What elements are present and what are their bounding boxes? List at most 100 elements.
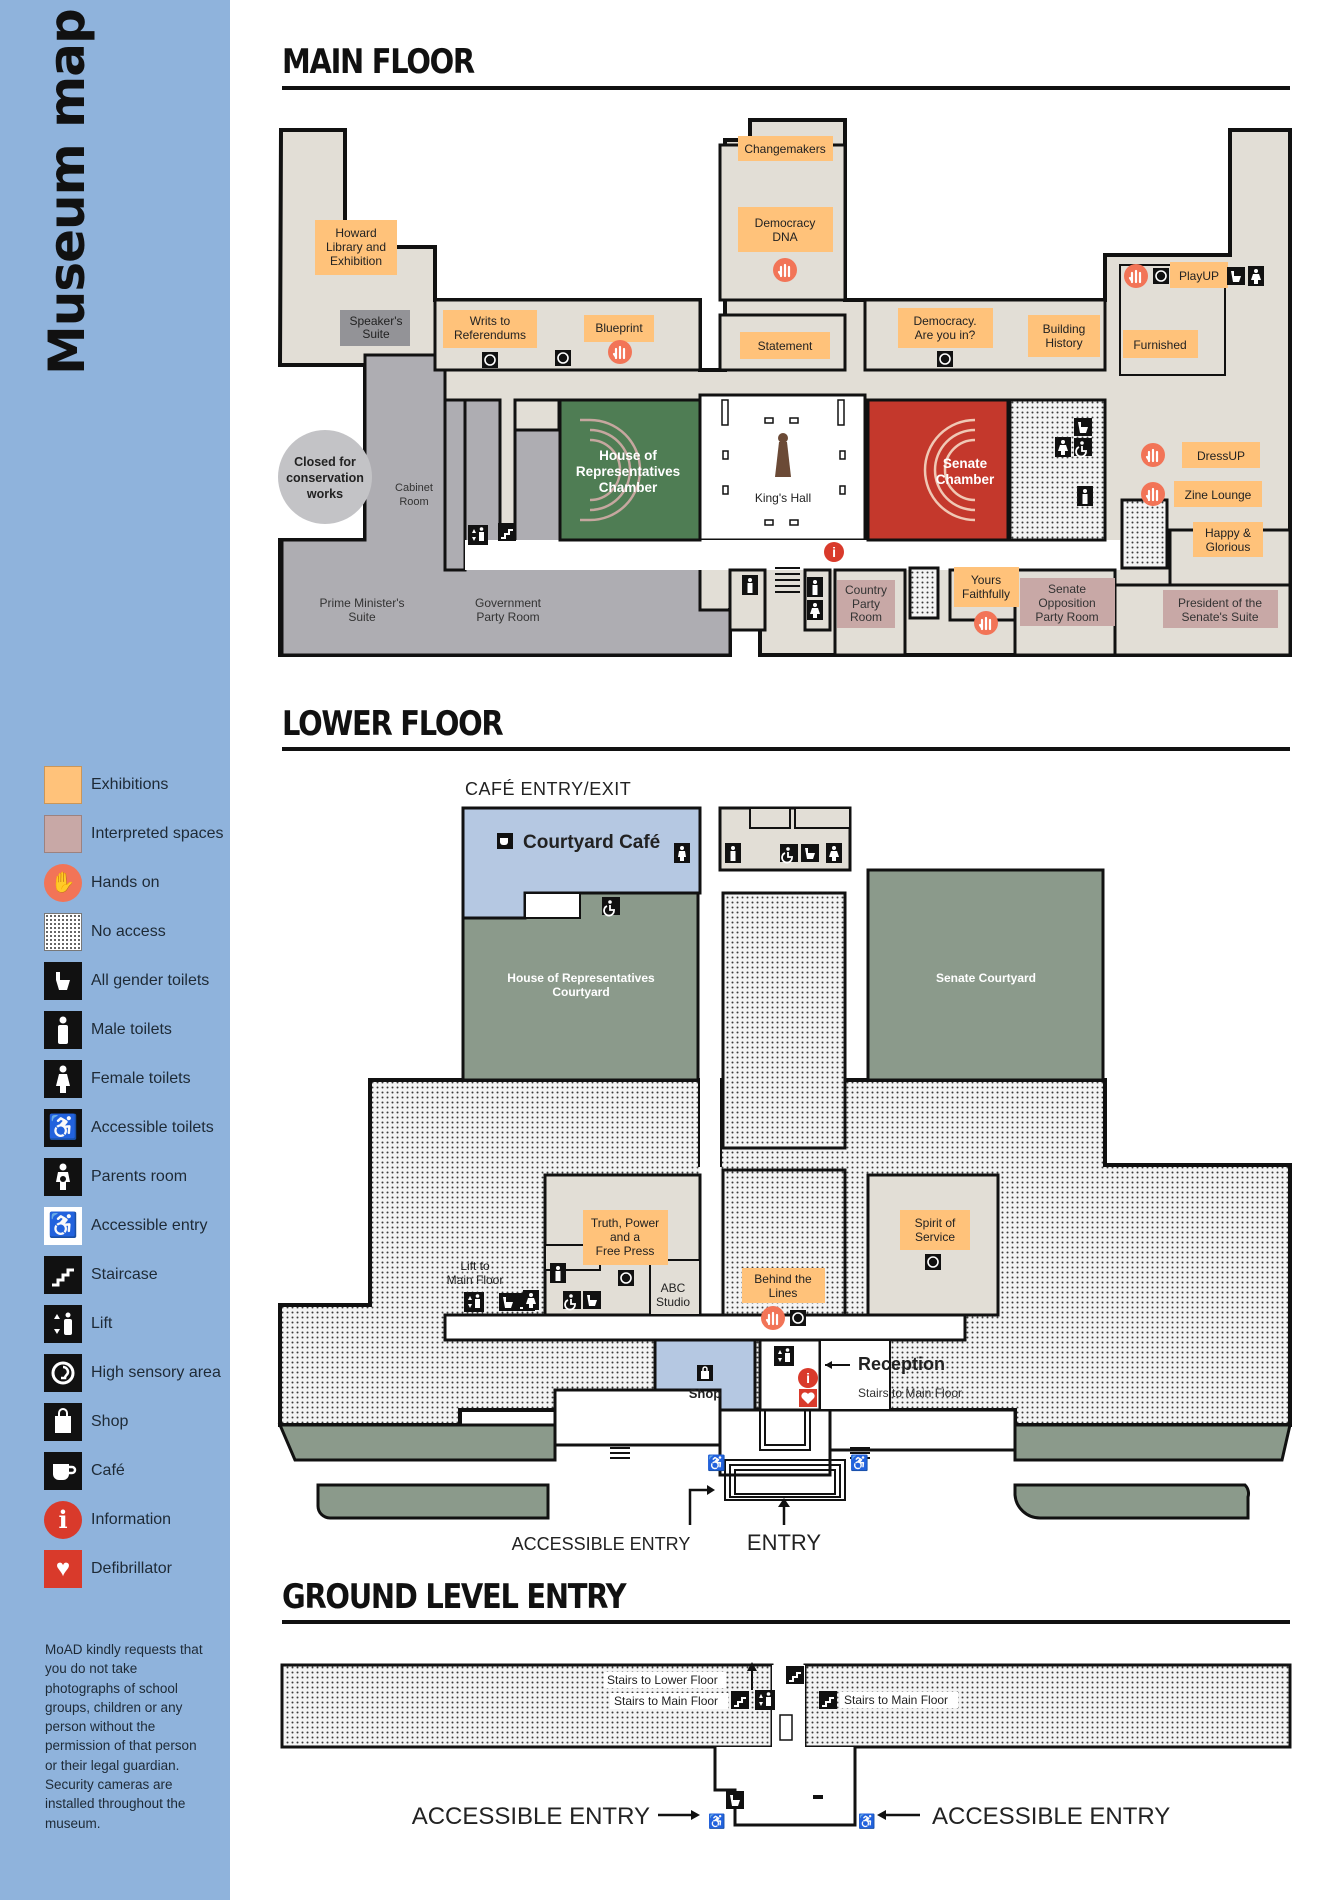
accessible-entry-right-label: ACCESSIBLE ENTRY: [932, 1803, 1170, 1830]
room-label: Prime Minister's: [320, 596, 405, 610]
hands-on-icon: ✋: [44, 863, 82, 902]
legend-label: No access: [91, 922, 166, 940]
room-label: Blueprint: [595, 321, 643, 335]
all-gender-toilets-icon: [1227, 267, 1245, 285]
staircase-icon: [44, 1255, 82, 1294]
information-icon: [798, 1368, 818, 1388]
parents-room-icon: [674, 843, 690, 863]
main-floor-rule: [282, 86, 1290, 90]
room-label: Referendums: [454, 328, 526, 342]
room-label: DressUP: [1197, 449, 1245, 463]
svg-text:♿: ♿: [707, 1454, 726, 1472]
information-icon: [824, 542, 844, 562]
accessible-toilets-icon: [779, 843, 799, 864]
chamber-label: House of: [599, 448, 657, 463]
room-label: Truth, Power: [591, 1216, 659, 1230]
chamber-label: Senate: [943, 456, 988, 471]
hands-on-icon: [972, 609, 1000, 637]
legend-item-parents-room: Parents room: [44, 1152, 224, 1201]
room-label: Party Room: [1035, 610, 1098, 624]
legend-label: Accessible toilets: [91, 1118, 214, 1136]
legend-item-information: i Information: [44, 1495, 224, 1544]
legend-label: Accessible entry: [91, 1216, 208, 1234]
accessible-toilets-icon: [562, 1290, 582, 1311]
sidebar: Museum map Exhibitions Interpreted space…: [0, 0, 230, 1900]
male-toilets-icon: [807, 577, 823, 597]
shop-label: Shop: [689, 1386, 722, 1401]
legend-item-cafe: Café: [44, 1446, 224, 1495]
legend-item-exhibitions: Exhibitions: [44, 760, 224, 809]
room-label: conservation: [286, 471, 364, 485]
legend-item-no-access: No access: [44, 907, 224, 956]
legend-label: Shop: [91, 1412, 129, 1430]
reception-label: Reception: [858, 1354, 945, 1374]
room-label: Spirit of: [915, 1216, 956, 1230]
room-label: King's Hall: [755, 491, 811, 505]
female-toilets-icon: [1248, 266, 1264, 286]
high-sensory-area-icon: [481, 351, 499, 369]
chamber-label: Chamber: [936, 472, 995, 487]
cafe-name: Courtyard Café: [523, 832, 660, 853]
courtyard-label: Courtyard: [552, 985, 609, 999]
accessible-toilets-icon: [1073, 437, 1093, 458]
room-label: Closed for: [294, 455, 356, 469]
room-label: Lift to: [460, 1259, 490, 1273]
room-label: DNA: [772, 230, 797, 244]
legend-label: Interpreted spaces: [91, 824, 224, 842]
svg-text:♿: ♿: [708, 1813, 725, 1830]
room-label: History: [1045, 336, 1082, 350]
high-sensory-area-icon: [44, 1353, 82, 1392]
legend-label: Information: [91, 1510, 172, 1528]
female-toilets-icon: [807, 600, 823, 620]
legend-item-high-sensory: High sensory area: [44, 1348, 224, 1397]
hands-on-icon: [606, 338, 634, 366]
defibrillator-icon: ♥: [44, 1549, 82, 1588]
legend-label: Parents room: [91, 1167, 188, 1185]
accessible-toilets-icon: ♿: [44, 1108, 82, 1147]
statue-icon: [775, 433, 791, 477]
accessible-entry-label: ACCESSIBLE ENTRY: [512, 1534, 691, 1554]
accessible-entry-marker: ♿♿: [707, 1454, 869, 1472]
male-toilets-icon: [1077, 486, 1093, 506]
legend-label: All gender toilets: [91, 971, 210, 989]
female-toilets-icon: [1055, 437, 1071, 457]
room-label: Glorious: [1206, 540, 1251, 554]
shop-icon: [44, 1402, 82, 1441]
room-label: Happy &: [1205, 526, 1251, 540]
legend-item-staircase: Staircase: [44, 1250, 224, 1299]
legend-label: Female toilets: [91, 1069, 191, 1087]
legend-label: Staircase: [91, 1265, 158, 1283]
room-label: Building: [1043, 322, 1086, 336]
room-label: Democracy: [755, 216, 816, 230]
all-gender-toilets-icon: [801, 844, 819, 862]
legend-item-defibrillator: ♥Defibrillator: [44, 1544, 224, 1593]
room-label: Library and: [326, 240, 386, 254]
legend-item-female: Female toilets: [44, 1054, 224, 1103]
stairs-label: Stairs to Main Floor: [858, 1386, 962, 1400]
information-icon: i: [44, 1500, 82, 1539]
room-label: Country: [845, 583, 887, 597]
ground-level-map: ♿♿ Stairs to Lower Floor Stairs to Main …: [280, 1662, 1292, 1830]
chamber-label: Representatives: [576, 464, 680, 479]
staircase-icon: [818, 1690, 838, 1710]
room-label: Writs to: [470, 314, 511, 328]
male-toilets-icon: [44, 1010, 82, 1049]
stairs-main-label-left: Stairs to Main Floor: [614, 1694, 718, 1708]
legend-item-shop: Shop: [44, 1397, 224, 1446]
svg-text:♿: ♿: [858, 1813, 875, 1830]
lift-icon: [774, 1346, 794, 1366]
room-label: Lines: [769, 1286, 798, 1300]
lift-icon: [44, 1304, 82, 1343]
room-label: Speaker's: [350, 314, 403, 328]
legend: Exhibitions Interpreted spaces ✋Hands on…: [44, 760, 224, 1593]
male-toilets-icon: [550, 1263, 566, 1283]
room-label: Changemakers: [744, 142, 825, 156]
male-toilets-icon: [725, 843, 741, 863]
female-toilets-icon: [44, 1059, 82, 1098]
room-label: Government: [475, 596, 542, 610]
legend-label: Exhibitions: [91, 775, 169, 793]
female-toilets-icon: [826, 843, 842, 863]
room-label: Main Floor: [447, 1273, 504, 1287]
high-sensory-area-icon: [617, 1269, 635, 1287]
legend-label: High sensory area: [91, 1363, 221, 1381]
